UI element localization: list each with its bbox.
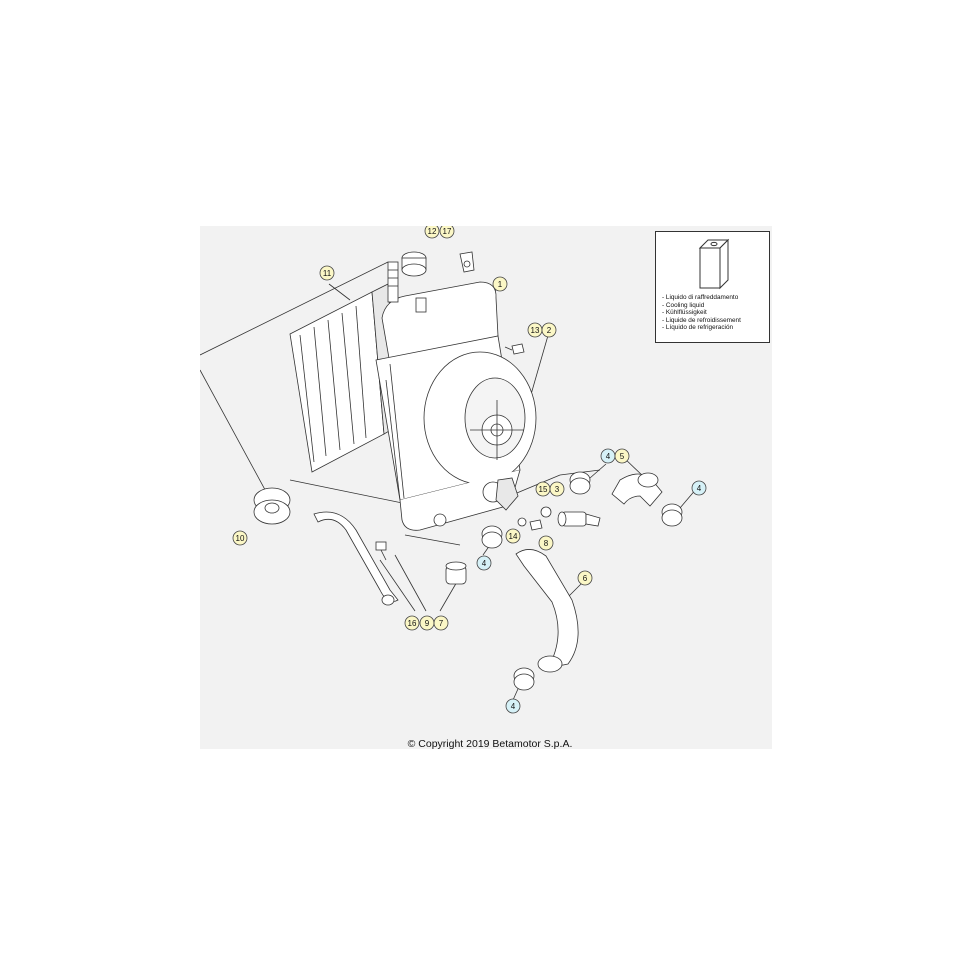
callout-circle: [505, 528, 521, 544]
callout-c4a: 4: [600, 448, 616, 464]
callout-label: 6: [583, 574, 588, 583]
callout-label: 12: [428, 227, 437, 236]
callout-circle: [232, 530, 248, 546]
callout-label: 9: [425, 619, 430, 628]
callout-circle: [319, 265, 335, 281]
callout-c4b: 4: [691, 480, 707, 496]
elbow-hose-part: [611, 472, 663, 507]
callout-c17: 17: [439, 226, 455, 239]
callout-circle: [577, 570, 593, 586]
legend-line: - Kühlflüssigkeit: [662, 309, 707, 317]
callout-circle: [614, 448, 630, 464]
callout-c14: 14: [505, 528, 521, 544]
clip-part: [459, 251, 475, 273]
callout-circle: [505, 698, 521, 714]
callout-label: 2: [547, 326, 552, 335]
callout-c1: 1: [492, 276, 508, 292]
legend-text: - Liquido di raffreddamento - Cooling li…: [662, 294, 741, 332]
callout-c4c: 4: [476, 555, 492, 571]
callout-label: 5: [620, 452, 625, 461]
callout-c7: 7: [433, 615, 449, 631]
callout-circle: [404, 615, 420, 631]
callout-label: 4: [482, 559, 487, 568]
callout-label: 1: [498, 280, 503, 289]
callout-circle: [476, 555, 492, 571]
rubber-mount-part: [445, 561, 467, 585]
callout-label: 3: [555, 485, 560, 494]
callout-c12: 12: [424, 226, 440, 239]
callout-label: 10: [236, 534, 245, 543]
callout-c2: 2: [541, 322, 557, 338]
cap-part: [401, 251, 427, 277]
main-hose-part: [515, 549, 579, 673]
callout-c15: 15: [535, 481, 551, 497]
callout-label: 7: [439, 619, 444, 628]
coolant-can-icon: [698, 238, 730, 290]
callout-c11: 11: [319, 265, 335, 281]
callout-circle: [433, 615, 449, 631]
screw-part: [375, 541, 387, 561]
small-hose-part: [313, 511, 399, 606]
callout-circle: [549, 481, 565, 497]
callout-label: 11: [323, 269, 332, 278]
callout-c16: 16: [404, 615, 420, 631]
filler-neck-part: [253, 487, 291, 525]
callout-label: 8: [544, 539, 549, 548]
callout-label: 17: [443, 227, 452, 236]
callout-c5: 5: [614, 448, 630, 464]
legend-line: - Cooling liquid: [662, 301, 705, 309]
callout-label: 14: [509, 532, 518, 541]
callout-c13: 13: [527, 322, 543, 338]
fitting-part: [517, 506, 601, 531]
callout-label: 13: [531, 326, 540, 335]
callout-c4d: 4: [505, 698, 521, 714]
callout-circle: [424, 226, 440, 239]
copyright-text: © Copyright 2019 Betamotor S.p.A.: [407, 738, 573, 750]
callout-circle: [538, 535, 554, 551]
callout-label: 16: [408, 619, 417, 628]
legend-line: - Líquido de refrigeración: [662, 324, 734, 332]
hose-clamp-part: [481, 471, 683, 691]
callout-label: 4: [606, 452, 611, 461]
legend-line: - Liquido di raffreddamento: [662, 294, 739, 301]
callout-label: 4: [511, 702, 516, 711]
callout-c6: 6: [577, 570, 593, 586]
callout-c10: 10: [232, 530, 248, 546]
callout-circle: [439, 226, 455, 239]
callout-c3: 3: [549, 481, 565, 497]
radiator-body-part: [375, 261, 537, 531]
legend-box: - Liquido di raffreddamento - Cooling li…: [655, 231, 770, 343]
legend-line: - Liquide de refroidissement: [662, 316, 741, 324]
callout-label: 15: [539, 485, 548, 494]
bolt-part: [504, 343, 525, 355]
callout-c8: 8: [538, 535, 554, 551]
callout-label: 4: [697, 484, 702, 493]
callout-circle: [541, 322, 557, 338]
callout-circle: [492, 276, 508, 292]
callout-c9: 9: [419, 615, 435, 631]
callout-circle: [691, 480, 707, 496]
